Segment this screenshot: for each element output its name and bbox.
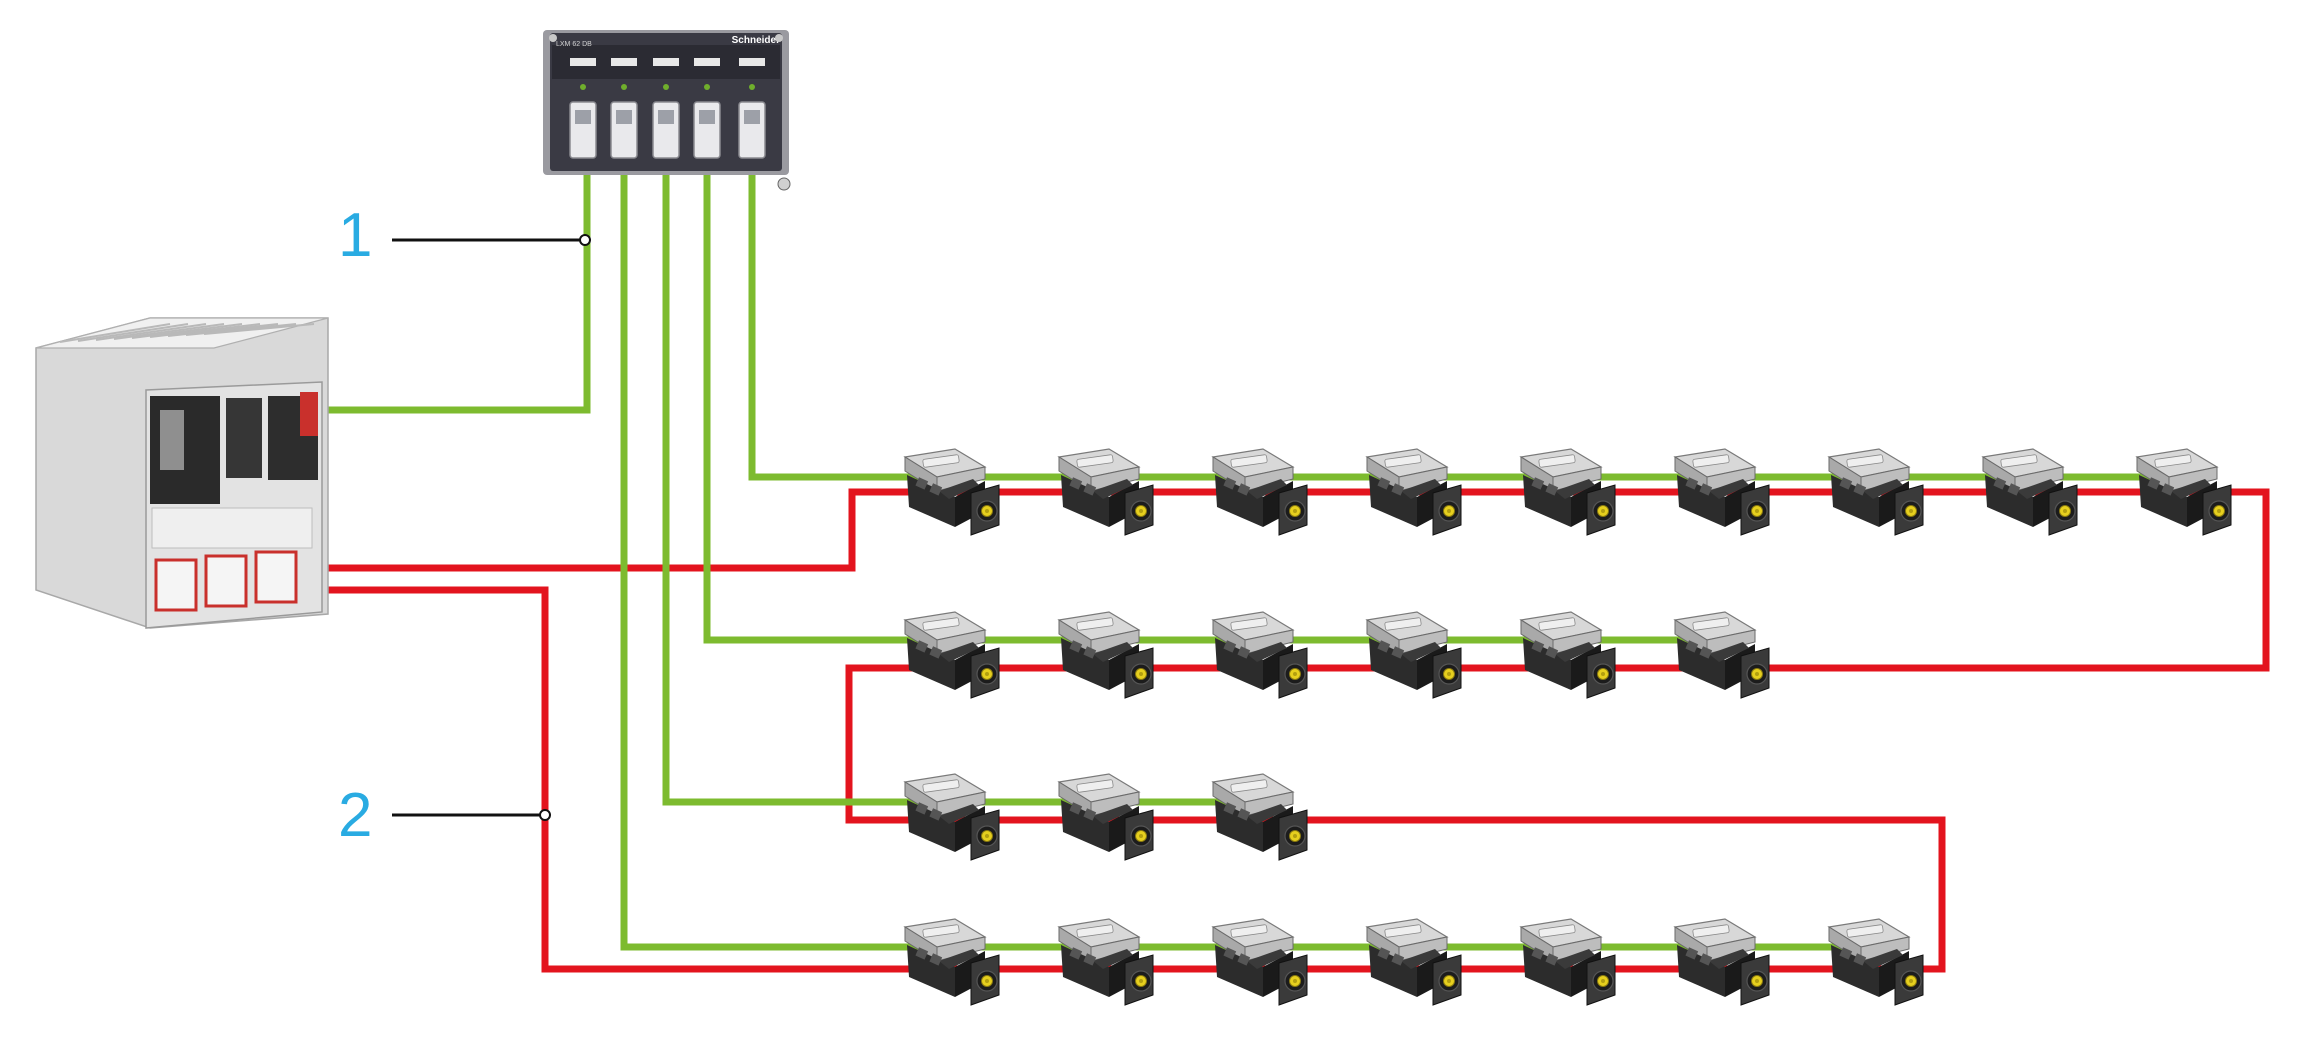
hub-port-label — [611, 58, 637, 66]
servo-drive — [2136, 448, 2232, 536]
hub-screw — [777, 177, 791, 191]
servo-drive — [1674, 918, 1770, 1006]
ethernet-cable-row-2 — [703, 120, 1705, 644]
controller-vent — [113, 323, 225, 340]
servo-drive — [1058, 773, 1154, 861]
leader-dot-1 — [579, 234, 591, 246]
hub-port-label — [694, 58, 720, 66]
hub-port-led — [749, 84, 755, 90]
controller-vent — [95, 323, 207, 341]
servo-drive — [1828, 448, 1924, 536]
power-chain-cable — [300, 488, 2270, 973]
hub-port-led — [663, 84, 669, 90]
servo-drive — [1366, 611, 1462, 699]
controller-module — [226, 398, 262, 478]
ethernet-cable-row-3 — [662, 120, 1243, 806]
servo-drive — [904, 611, 1000, 699]
leader-dot-2 — [539, 809, 551, 821]
drive-row-2 — [904, 611, 1770, 699]
callout-1: 1 — [338, 201, 373, 270]
power-cables — [300, 488, 2270, 973]
hub-port-label — [570, 58, 596, 66]
drive-row-3 — [904, 773, 1308, 861]
controller-vent — [59, 323, 171, 343]
hub-brand: Schneider — [732, 35, 780, 46]
hub-port-led — [580, 84, 586, 90]
motion-controller — [35, 317, 329, 629]
servo-drive — [1212, 611, 1308, 699]
hub-port-socket — [575, 110, 591, 124]
leader-lines — [392, 234, 591, 821]
servo-drive — [1058, 918, 1154, 1006]
hub-screw — [775, 34, 783, 42]
servo-drive — [904, 918, 1000, 1006]
controller-terminal — [151, 507, 313, 549]
servo-drive — [1674, 611, 1770, 699]
servo-drive — [1212, 448, 1308, 536]
controller-label — [204, 554, 248, 608]
servo-drive — [1982, 448, 2078, 536]
drive-row-4 — [904, 918, 1924, 1006]
hub-screw — [549, 34, 557, 42]
hub-port-socket — [699, 110, 715, 124]
controller-vent — [149, 323, 261, 338]
servo-drive — [1674, 448, 1770, 536]
hub-model: LXM 62 DB — [556, 41, 592, 48]
controller-label — [154, 558, 198, 612]
controller-vent — [77, 323, 189, 342]
servo-drive — [904, 773, 1000, 861]
hub-port-label — [653, 58, 679, 66]
hub-port-socket — [744, 110, 760, 124]
hub-port-label — [739, 58, 765, 66]
hub-port-socket — [616, 110, 632, 124]
hub-port-led — [704, 84, 710, 90]
controller-port — [300, 392, 318, 436]
hub-port-socket — [658, 110, 674, 124]
servo-drive — [1058, 448, 1154, 536]
ethernet-cable-controller — [318, 120, 591, 414]
drive-row-1 — [904, 448, 2232, 536]
servo-drive — [1828, 918, 1924, 1006]
controller-vent — [203, 323, 315, 335]
servo-drive — [1520, 448, 1616, 536]
servo-drive — [1212, 773, 1308, 861]
servo-drive — [1058, 611, 1154, 699]
servo-drive — [1212, 918, 1308, 1006]
servo-drive — [1520, 918, 1616, 1006]
servo-drive — [904, 448, 1000, 536]
controller-vent — [131, 323, 243, 339]
controller-display — [160, 410, 184, 470]
servo-drive — [1366, 448, 1462, 536]
callout-2: 2 — [338, 781, 373, 850]
servo-drive — [1366, 918, 1462, 1006]
controller-label — [254, 550, 298, 604]
hub-port-led — [621, 84, 627, 90]
servo-drive — [1520, 611, 1616, 699]
ethernet-cable-row-1 — [748, 120, 2167, 481]
